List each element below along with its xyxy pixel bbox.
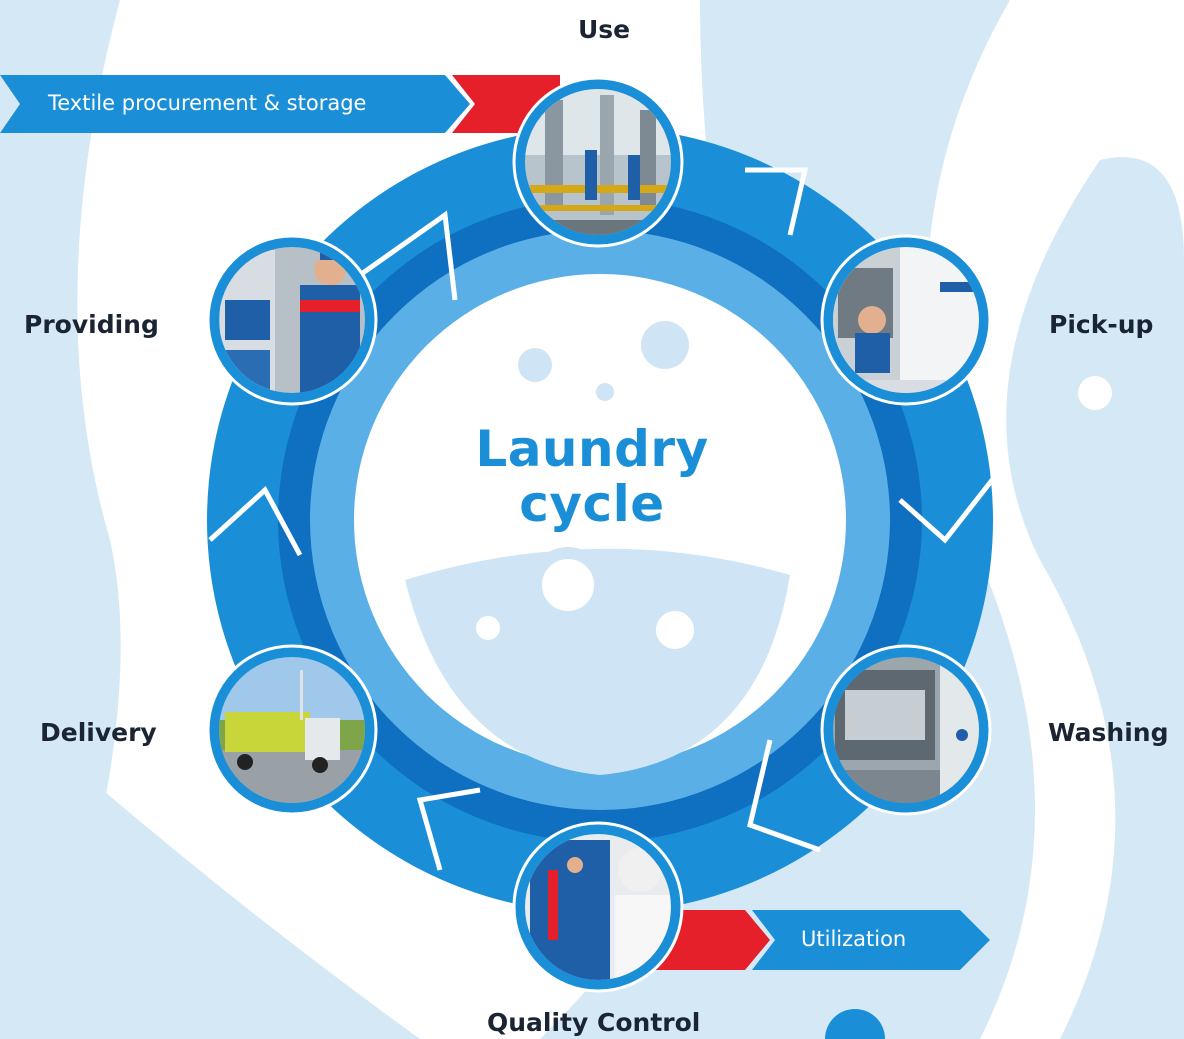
stage-label-washing: Washing xyxy=(1048,718,1169,747)
stage-label-providing: Providing xyxy=(24,310,159,339)
node-pickup xyxy=(820,234,992,406)
delivery-van-driver-photo xyxy=(833,247,979,393)
ring-arrow-5 xyxy=(208,485,303,557)
ring-arrow-4 xyxy=(416,787,481,871)
node-washing xyxy=(820,644,992,816)
ring-arrow-1 xyxy=(745,167,809,236)
node-use xyxy=(512,76,684,248)
node-providing xyxy=(206,234,378,406)
stage-label-pickup: Pick-up xyxy=(1049,310,1154,339)
node-delivery xyxy=(206,644,378,816)
top-banner xyxy=(0,75,560,133)
center-title-line1: Laundry xyxy=(475,420,709,478)
center-decoration xyxy=(405,321,790,775)
stage-label-use: Use xyxy=(578,15,631,44)
node-quality xyxy=(512,821,684,993)
stage-label-delivery: Delivery xyxy=(40,718,157,747)
washing-machine-photo xyxy=(833,657,979,803)
bottom-banner xyxy=(655,910,990,970)
stage-label-quality: Quality Control xyxy=(487,1008,701,1037)
center-title-line2: cycle xyxy=(519,475,665,533)
ring-arrow-3 xyxy=(747,739,821,853)
delivery-truck-photo xyxy=(219,657,365,803)
bottom-banner-label: Utilization xyxy=(801,927,907,951)
ring-arrow-6 xyxy=(358,210,458,301)
ring-arrow-2 xyxy=(898,468,1002,544)
top-banner-label: Textile procurement & storage xyxy=(48,91,367,115)
